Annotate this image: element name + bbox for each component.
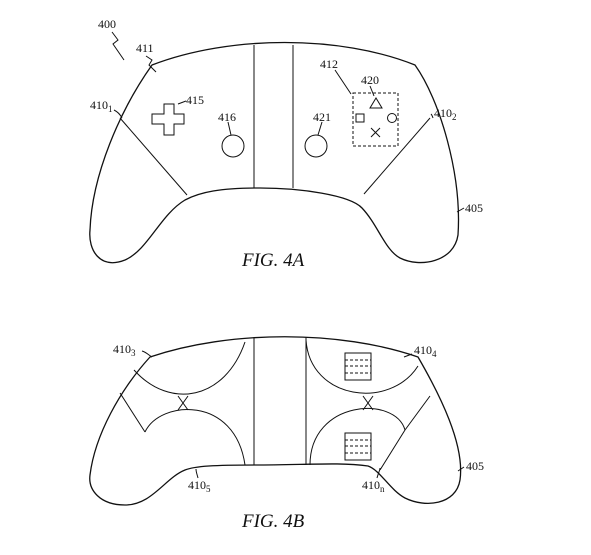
label-410-4: 4104 bbox=[414, 343, 437, 359]
label-415: 415 bbox=[186, 93, 204, 107]
left-stick-icon bbox=[221, 134, 245, 158]
label-420: 420 bbox=[361, 73, 379, 87]
leader-410-1 bbox=[113, 109, 123, 119]
label-411: 411 bbox=[136, 41, 154, 55]
controller-outline-4b bbox=[89, 336, 462, 506]
square-button-icon bbox=[355, 113, 365, 123]
label-410-1: 4101 bbox=[90, 98, 113, 114]
leader-410-5 bbox=[195, 468, 199, 479]
leader-400 bbox=[111, 31, 125, 61]
cross-button-icon bbox=[370, 127, 381, 138]
leader-420 bbox=[369, 85, 375, 97]
figure-4b: 4103 4104 4105 410n 405 FIG. 4B bbox=[89, 336, 484, 532]
label-400: 400 bbox=[98, 17, 116, 31]
label-412: 412 bbox=[320, 57, 338, 71]
leader-410-n bbox=[376, 467, 381, 479]
left-hourglass bbox=[177, 395, 189, 411]
button-cluster-box bbox=[352, 92, 399, 147]
label-416: 416 bbox=[218, 110, 236, 124]
upper-right-region-arc bbox=[305, 339, 419, 394]
leader-421 bbox=[317, 121, 323, 136]
leader-411 bbox=[145, 55, 157, 73]
leader-405-4b bbox=[457, 466, 465, 472]
label-410-3: 4103 bbox=[113, 342, 136, 358]
right-side-divider-4b bbox=[379, 395, 431, 471]
lower-right-region-arc bbox=[309, 408, 406, 466]
controller-outline-4a bbox=[89, 41, 460, 264]
label-410-2: 4102 bbox=[434, 106, 457, 122]
leader-412 bbox=[334, 69, 352, 95]
caption-fig-4a: FIG. 4A bbox=[241, 250, 305, 271]
label-410-n: 410n bbox=[362, 478, 385, 494]
circle-button-icon bbox=[387, 113, 397, 123]
label-421: 421 bbox=[313, 110, 331, 124]
upper-right-pad-icon bbox=[344, 352, 372, 381]
upper-left-region-arc bbox=[133, 341, 246, 395]
leader-405-4a bbox=[456, 207, 465, 213]
left-grip-divider bbox=[119, 117, 188, 196]
lower-left-region-arc bbox=[144, 409, 246, 466]
label-405-4a: 405 bbox=[465, 201, 483, 215]
right-grip-divider bbox=[363, 117, 431, 195]
leader-416 bbox=[227, 121, 232, 136]
leader-410-2 bbox=[430, 113, 434, 119]
left-side-divider-4b bbox=[119, 392, 146, 433]
leader-415 bbox=[177, 100, 187, 105]
lower-right-pad-icon bbox=[344, 432, 372, 461]
figure-4a: 400 411 4101 415 416 421 412 420 4102 40… bbox=[89, 17, 483, 271]
label-405-4b: 405 bbox=[466, 459, 484, 473]
caption-fig-4b: FIG. 4B bbox=[241, 511, 305, 532]
right-stick-icon bbox=[304, 134, 328, 158]
leader-410-4 bbox=[403, 353, 413, 358]
dpad-icon bbox=[151, 103, 185, 136]
leader-410-3 bbox=[141, 350, 153, 358]
right-hourglass bbox=[362, 395, 374, 411]
label-410-5: 4105 bbox=[188, 478, 211, 494]
triangle-button-icon bbox=[369, 97, 383, 109]
